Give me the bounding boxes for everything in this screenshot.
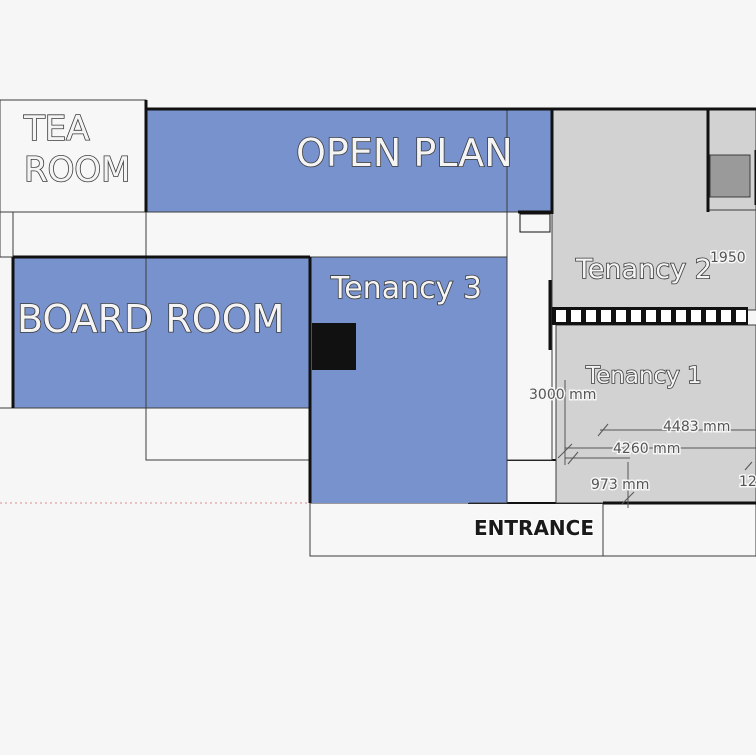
grey-block [709, 154, 751, 198]
dimension-4483: 4483 mm [663, 419, 730, 435]
checker-square [586, 310, 596, 322]
dimension-4260: 4260 mm [613, 441, 680, 457]
entrance-lobby [309, 502, 756, 557]
dimension-3000: 3000 mm [529, 387, 596, 403]
dimension-12: 12 [739, 474, 756, 490]
checker-square [556, 310, 566, 322]
lower-hall [145, 407, 311, 461]
open-plan-room [145, 109, 553, 213]
tenancy-3-label: Tenancy 3 [330, 271, 482, 306]
board-room-label: BOARD ROOM [17, 297, 284, 341]
dimension-973: 973 mm [591, 477, 649, 493]
checker-square [661, 310, 671, 322]
tea-room-label-line2: ROOM [24, 150, 130, 190]
checker-square [721, 310, 731, 322]
checker-square [706, 310, 716, 322]
checker-square [676, 310, 686, 322]
dimension-1950: 1950 [710, 250, 746, 266]
dimension-lines [557, 380, 756, 508]
checker-square [571, 310, 581, 322]
checker-square [601, 310, 611, 322]
tea-room-label-line1: TEA [23, 109, 90, 149]
open-plan-label: OPEN PLAN [296, 131, 513, 175]
black-block [312, 323, 356, 370]
tenancy-1-room [555, 324, 756, 504]
checker-square [646, 310, 656, 322]
checker-square [736, 310, 746, 322]
corridor-left [0, 211, 553, 258]
tenancy-3-annex [310, 460, 469, 503]
tea-room [0, 99, 147, 213]
board-room [12, 256, 311, 409]
checker-square [616, 310, 626, 322]
entrance-label: ENTRANCE [474, 516, 594, 540]
checker-squares [556, 310, 746, 322]
corridor-right [506, 211, 553, 461]
tenancy-2-label: Tenancy 2 [575, 254, 712, 285]
checker-square [691, 310, 701, 322]
walls [11, 100, 756, 505]
checker-square [631, 310, 641, 322]
door-box [519, 213, 551, 233]
tenancy-1-label: Tenancy 1 [585, 363, 702, 389]
